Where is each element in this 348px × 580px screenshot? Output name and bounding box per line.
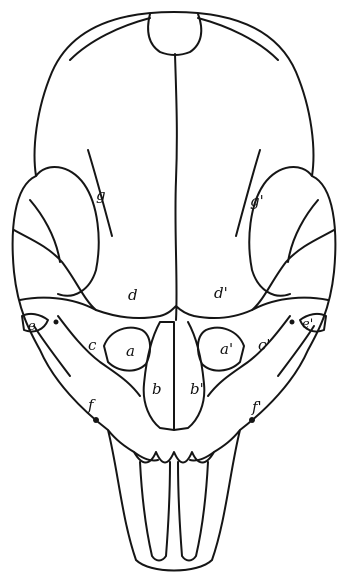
frontal-suture [96,306,252,318]
suture-dot-left [93,417,99,423]
incisive-sutures [134,452,214,463]
skull-outline [13,12,336,571]
label-e-right: e' [302,317,313,332]
premaxilla-right [190,430,240,461]
foramen-right [290,320,295,325]
label-f-left: f [87,396,96,414]
orbit-left [36,167,99,296]
label-c-right: c' [258,336,271,354]
lambdoid-suture-left [70,18,150,60]
incisor-left [140,462,170,561]
orbit-left-inner [30,200,60,262]
label-a-left: a [126,342,135,360]
label-e-left: e [28,319,36,334]
label-g-left: g [96,186,106,204]
interparietal-bone [148,14,201,55]
suture-dot-right [249,417,255,423]
label-c-left: c [88,336,97,354]
orbit-right-inner [288,200,318,262]
incisor-right [178,462,208,561]
label-b-left: b [152,380,162,398]
foramen-left [54,320,59,325]
premaxilla-left [108,430,158,461]
lambdoid-suture-right [198,18,278,60]
label-a-right: a' [220,340,233,358]
orbit-right-lower [252,298,328,310]
label-b-right: b' [190,380,204,398]
label-g-right: g' [250,192,264,210]
label-f-right: f' [251,398,262,416]
label-d-right: d' [214,284,228,302]
orbit-right [249,167,312,296]
orbit-left-lower [20,298,96,310]
label-d-left: d [128,286,138,304]
median-suture [175,54,177,320]
